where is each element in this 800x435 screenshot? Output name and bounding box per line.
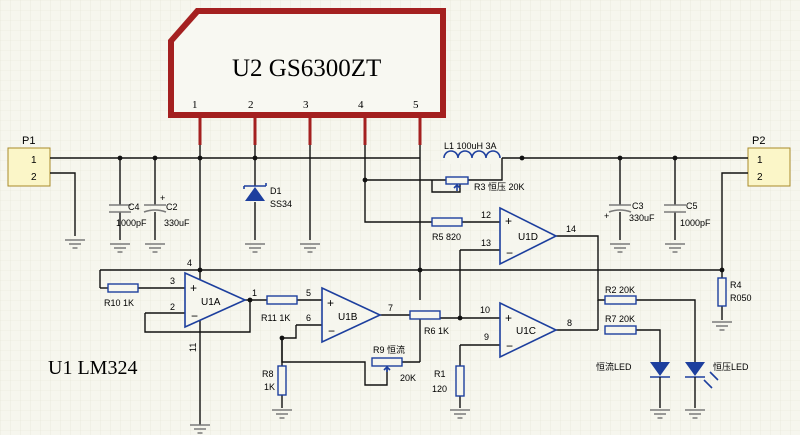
u1c-minus: − [506, 339, 513, 353]
c5-value: 1000pF [680, 218, 711, 228]
u2-title: U2 GS6300ZT [232, 55, 381, 82]
p2-pin-1: 1 [757, 155, 763, 166]
resistor-r8: R8 1K [262, 365, 287, 396]
connector-p2: P2 1 2 [747, 135, 791, 187]
u2-pin-5-label: 5 [413, 99, 419, 111]
u1d-ref: U1D [518, 232, 538, 243]
p2-pin-2: 2 [757, 172, 763, 183]
resistor-r10: R10 1K [104, 283, 139, 308]
led-cv-label: 恒压LED [713, 361, 749, 372]
u1a-pin-vcc: 4 [187, 258, 192, 268]
u1b-minus: − [328, 324, 335, 338]
inductor-l1: L1 100uH 3A [443, 141, 502, 164]
u1c-plus: + [505, 311, 512, 325]
c5-ref: C5 [686, 201, 698, 211]
u1a-pin-out: 1 [252, 288, 257, 298]
d1-value: SS34 [270, 199, 292, 209]
p1-pin-2: 2 [31, 172, 37, 183]
resistor-r3: R3 恒压 20K [445, 176, 525, 192]
u1a-ref: U1A [201, 297, 221, 308]
r7-label: R7 20K [605, 314, 635, 324]
u1b-pin-out: 7 [388, 303, 393, 313]
u1a-plus: + [190, 281, 197, 295]
u1a-pin-gnd: 11 [188, 343, 198, 352]
c2-value: 330uF [164, 218, 190, 228]
l1-label: L1 100uH 3A [444, 141, 497, 151]
u1b-pin-plus: 5 [306, 288, 311, 298]
r1-ref: R1 [434, 369, 446, 379]
led-constant-current: 恒流LED [596, 361, 670, 408]
r4-ref: R4 [730, 280, 742, 290]
r1-value: 120 [432, 384, 447, 394]
u1a-pin-minus: 2 [170, 302, 175, 312]
u1b-pin-minus: 6 [306, 313, 311, 323]
u1d-plus: + [505, 214, 512, 228]
c3-polarity: + [604, 211, 609, 221]
c2-ref: C2 [166, 202, 178, 212]
connector-p1: P1 1 2 [7, 135, 51, 187]
opamp-u1b: + − U1B 5 6 7 [306, 286, 393, 344]
r4-value: R050 [730, 293, 752, 303]
opamp-u1d: + − U1D 12 13 14 [481, 206, 576, 266]
u2-regulator: U2 GS6300ZT 1 2 3 4 5 [168, 8, 446, 145]
resistor-r5: R5 820 [431, 217, 463, 242]
resistor-r4: R4 R050 [717, 277, 752, 307]
r10-label: R10 1K [104, 298, 134, 308]
capacitor-c5: C5 1000pF [664, 201, 711, 228]
opamp-u1c: + − U1C 10 9 8 [480, 301, 572, 359]
opamp-u1a: + − U1A 3 2 1 4 11 [170, 258, 257, 352]
resistor-r9: R9 恒流 20K [371, 344, 416, 383]
r9-value: 20K [400, 373, 416, 383]
c2-polarity: + [160, 193, 165, 203]
d1-ref: D1 [270, 186, 282, 196]
u1c-pin-minus: 9 [484, 332, 489, 342]
r9-ref: R9 恒流 [373, 344, 405, 355]
u1d-pin-out: 14 [566, 224, 576, 234]
resistor-r2: R2 20K [604, 285, 637, 305]
u1b-ref: U1B [338, 312, 358, 323]
u1c-pin-out: 8 [567, 318, 572, 328]
c3-value: 330uF [629, 213, 655, 223]
u1a-minus: − [191, 309, 198, 323]
c3-ref: C3 [632, 201, 644, 211]
output-wiring [99, 145, 748, 362]
resistor-r7: R7 20K [604, 314, 637, 335]
r5-label: R5 820 [432, 232, 461, 242]
led-constant-voltage: 恒压LED [685, 361, 749, 408]
resistor-r6: R6 1K [409, 310, 449, 336]
resistor-r1: R1 120 [432, 365, 465, 397]
diode-d1: D1 SS34 [243, 183, 292, 209]
r8-ref: R8 [262, 369, 274, 379]
capacitor-c4: C4 1000pF [109, 202, 147, 228]
u2-pin-2-label: 2 [248, 99, 254, 111]
p2-name: P2 [752, 135, 765, 147]
u2-pin-4-label: 4 [358, 99, 364, 111]
capacitor-c2: + C2 330uF [143, 193, 190, 228]
p1-pin-1: 1 [31, 155, 37, 166]
u1d-pin-minus: 13 [481, 238, 491, 248]
r6-label: R6 1K [424, 326, 449, 336]
capacitor-c3: + C3 330uF [604, 201, 655, 223]
u2-pin-3-label: 3 [303, 99, 309, 111]
p1-name: P1 [22, 135, 35, 147]
u1d-pin-plus: 12 [481, 210, 491, 220]
u1c-pin-plus: 10 [480, 305, 490, 315]
u1d-minus: − [506, 246, 513, 260]
u1b-plus: + [327, 296, 334, 310]
u1a-pin-plus: 3 [170, 276, 175, 286]
u1-title: U1 LM324 [48, 357, 137, 379]
u2-pin-1-label: 1 [192, 99, 198, 111]
c4-value: 1000pF [116, 218, 147, 228]
r2-label: R2 20K [605, 285, 635, 295]
led-cc-label: 恒流LED [596, 361, 632, 372]
r3-label: R3 恒压 20K [474, 181, 525, 192]
resistor-r11: R11 1K [261, 295, 298, 323]
r11-label: R11 1K [261, 313, 290, 323]
u1c-ref: U1C [516, 326, 536, 337]
r8-value: 1K [264, 382, 275, 392]
c4-ref: C4 [128, 202, 140, 212]
